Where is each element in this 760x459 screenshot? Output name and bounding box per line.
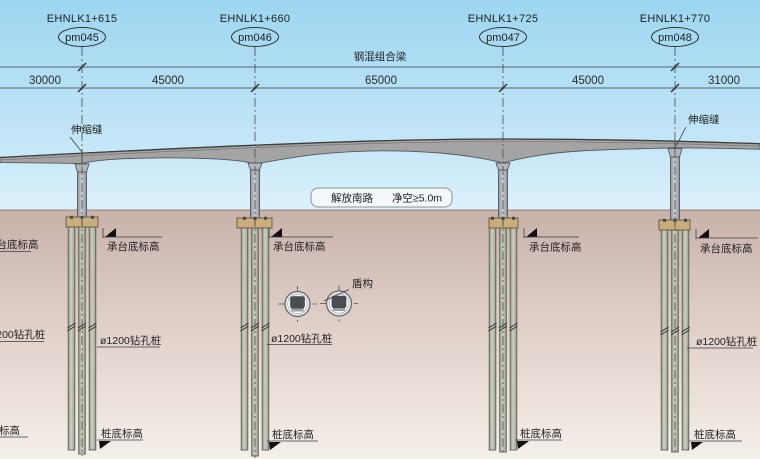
expansion-joint-label: 伸缩缝 (688, 113, 720, 126)
pier-id-label: pm046 (238, 32, 272, 44)
bored-pile-label: ø1200钻孔桩 (696, 335, 758, 348)
road-name-label: 解放南路 (331, 192, 373, 205)
span-dim: 45000 (152, 75, 184, 87)
pile (509, 227, 518, 451)
pile (488, 227, 497, 451)
pier-centerlines (81, 47, 676, 458)
cap-elevation-pier3: 承台底标高 (523, 228, 582, 254)
pile (261, 227, 270, 451)
pier-column (498, 169, 508, 219)
train-profile (290, 296, 305, 309)
cap-pad (264, 216, 267, 220)
cap-pad (91, 215, 94, 219)
pile (240, 227, 249, 451)
pier-column (250, 169, 260, 219)
cap-elevation-pier1: 承台底标高 (102, 228, 162, 253)
pile-elevation-label: 桩底标高 (101, 427, 143, 440)
shield-tunnels: 盾构 (278, 277, 373, 322)
cap-pad (491, 216, 494, 220)
elevation-marker (698, 229, 709, 238)
shield-leader (323, 289, 350, 302)
cap-pad (684, 218, 687, 222)
pile-elevation-pier1: 桩底标高 (97, 427, 143, 449)
cap-pad (243, 216, 246, 220)
pier-id-label: pm047 (486, 32, 520, 44)
pier-id-bubble (231, 27, 279, 47)
span-dimension-line: 30000 45000 65000 45000 31000 (0, 75, 760, 93)
girder-label: 钢混组合梁 (354, 50, 407, 63)
span-dim: 31000 (708, 75, 740, 87)
chainage-label: EHNLK1+660 (220, 13, 291, 25)
span-dim: 65000 (365, 75, 397, 87)
elevation-marker (526, 228, 537, 237)
expansion-joint-right: 伸缩缝 (675, 113, 720, 147)
pile-break-marks (240, 322, 270, 332)
pile (660, 229, 669, 451)
pile-elevation-label: 桩底标高 (0, 424, 20, 437)
bored-pile-label-pier1: ø1200钻孔桩 (97, 334, 162, 348)
elevation-marker (99, 441, 111, 449)
chainage-label: EHNLK1+770 (640, 13, 711, 25)
elevation-marker (517, 441, 529, 449)
cap-elevation-label: 承台底标高 (0, 238, 39, 251)
pile-elevation-pier3: 桩底标高 (515, 427, 562, 449)
cap-elevation-label: 承台底标高 (107, 240, 160, 253)
cap-pad (663, 218, 666, 222)
pile (88, 226, 97, 451)
pile-elevation-left-cut: 桩底标高 (0, 424, 28, 438)
cap-pad (512, 216, 515, 220)
pier-id-bubble (651, 27, 699, 47)
expansion-joint-label: 伸缩缝 (71, 123, 103, 136)
elevation-marker (691, 442, 703, 450)
pile-elevation-pier2: 桩底标高 (267, 428, 318, 450)
pier-id-label: pm048 (658, 32, 692, 44)
pile-elevation-label: 桩底标高 (272, 428, 314, 441)
span-dim: 45000 (572, 75, 604, 87)
chainage-label: EHNLK1+725 (468, 13, 539, 25)
cap-elevation-left-cut: 承台底标高 (0, 238, 39, 252)
cap-elevation-label: 承台底标高 (529, 241, 582, 254)
cap-pad (70, 215, 73, 219)
shield-tunnel-left (278, 286, 317, 322)
clearance-label: 净空≥5.0m (392, 192, 442, 205)
pier-id-bubble (58, 27, 106, 47)
elevation-marker (105, 228, 116, 237)
girder-extent-line: 钢混组合梁 (0, 50, 760, 72)
span-dim: 30000 (29, 75, 61, 87)
elevation-marker (271, 228, 282, 237)
bored-pile-label-pier2: ø1200钻孔桩 (267, 332, 333, 345)
chainage-label: EHNLK1+615 (47, 13, 118, 25)
bored-pile-label-pier4: ø1200钻孔桩 (687, 335, 758, 349)
elevation-marker (269, 442, 281, 450)
train-base (291, 308, 304, 312)
expansion-joint-left: 伸缩缝 (69, 123, 103, 153)
train-profile (331, 295, 347, 309)
bored-pile-label-left-cut: ø1200钻孔桩 (0, 328, 46, 342)
pile (681, 229, 690, 451)
pile-elevation-pier4: 桩底标高 (689, 428, 742, 450)
station-callouts: EHNLK1+615 pm045 EHNLK1+660 pm046 EHNLK1… (47, 13, 711, 47)
bored-pile-label: ø1200钻孔桩 (0, 328, 46, 341)
pile (67, 226, 76, 451)
bored-pile-label: ø1200钻孔桩 (271, 332, 333, 345)
cap-elevation-pier2: 承台底标高 (268, 228, 333, 253)
cap-elevation-pier4: 承台底标高 (695, 229, 758, 255)
pile-elevation-label: 桩底标高 (520, 427, 562, 440)
pile-elevation-label: 桩底标高 (694, 428, 736, 441)
road-clearance-sign: 解放南路 净空≥5.0m (310, 187, 453, 208)
girder-deck-second-line (0, 141, 760, 161)
train-base (333, 308, 345, 311)
pier-id-bubble (479, 27, 527, 47)
pier-id-label: pm045 (65, 32, 99, 44)
shield-tunnel-label: 盾构 (352, 277, 373, 290)
sky-background (0, 0, 760, 210)
ground-background (0, 210, 760, 459)
bored-pile-label: ø1200钻孔桩 (100, 334, 162, 347)
pile-break-marks (67, 322, 97, 332)
cap-elevation-label: 承台底标高 (273, 240, 326, 253)
cap-elevation-label: 承台底标高 (700, 242, 753, 255)
sign-box (310, 187, 453, 208)
